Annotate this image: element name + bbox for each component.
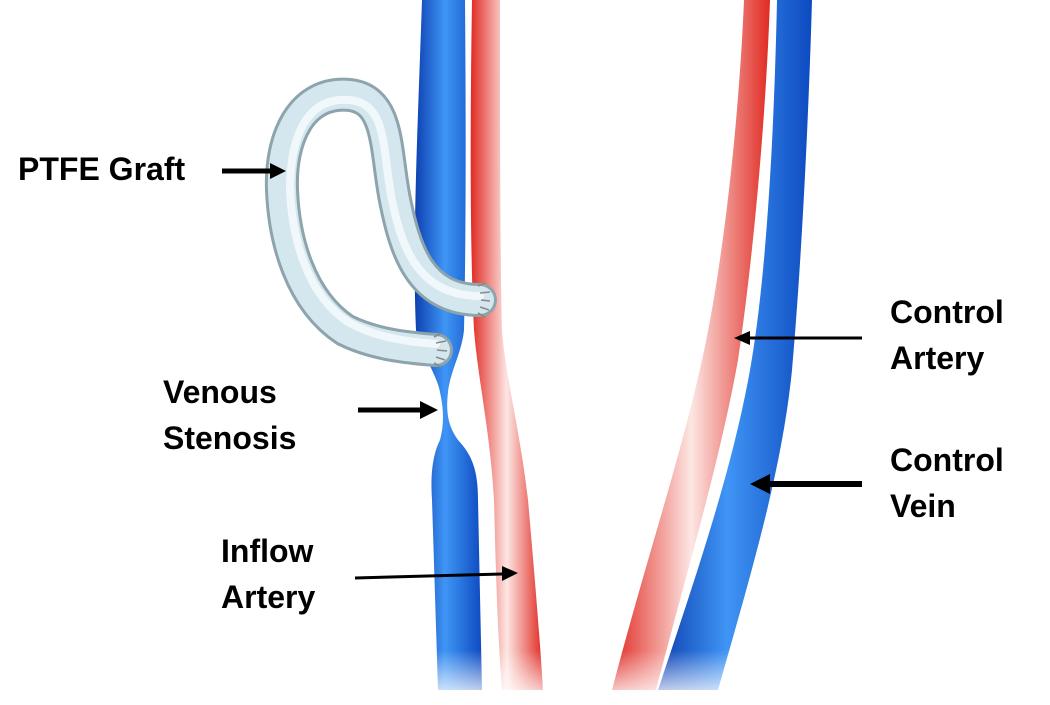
suture-marks [433, 282, 491, 368]
venous-stenosis-arrow [358, 401, 438, 419]
control-artery-label-line-1: Control [890, 294, 1004, 330]
control-vein [658, 0, 812, 690]
ptfe-graft [264, 77, 497, 367]
bottom-fade [400, 650, 850, 705]
ptfe-graft-label-text: PTFE Graft [18, 151, 186, 187]
control-vein-label-line-1: Control [890, 442, 1004, 478]
ptfe-graft-label: PTFE Graft [18, 146, 185, 192]
control-artery-label: Control Artery [890, 289, 1004, 381]
inflow-artery-arrow [354, 566, 518, 581]
control-vein-label: Control Vein [890, 437, 1004, 529]
inflow-artery [470, 0, 543, 690]
control-vein-label-line-2: Vein [890, 488, 956, 524]
inflow-artery-label-line-2: Artery [221, 579, 316, 615]
control-artery-arrow [734, 331, 862, 345]
arrows [222, 163, 862, 581]
inflow-artery-label: Inflow Artery [221, 528, 315, 620]
venous-stenosis-label: Venous Stenosis [163, 369, 296, 461]
inflow-artery-label-line-1: Inflow [221, 533, 314, 569]
control-artery-label-line-2: Artery [890, 340, 985, 376]
venous-stenosis-label-line-1: Venous [163, 374, 277, 410]
control-vein-arrow [750, 474, 862, 494]
ptfe-graft-arrow [222, 163, 286, 179]
venous-stenosis-label-line-2: Stenosis [163, 420, 297, 456]
control-artery [612, 0, 770, 690]
